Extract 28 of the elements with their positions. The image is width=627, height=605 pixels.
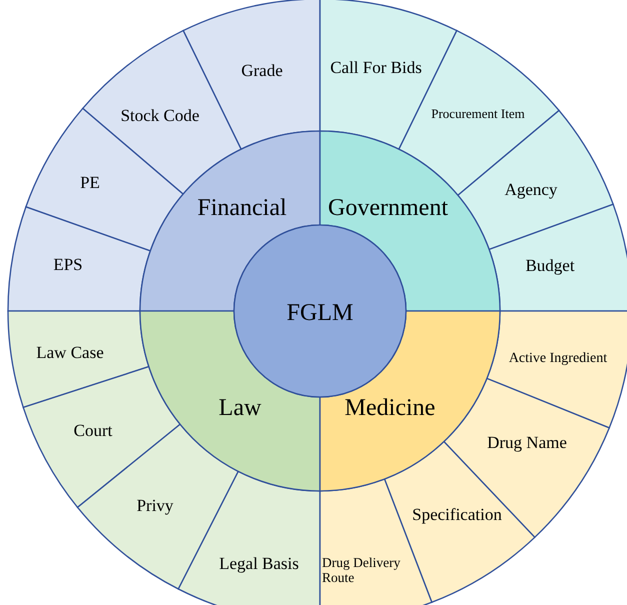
center-label: FGLM	[286, 300, 354, 326]
segment-label: Medicine	[344, 394, 436, 422]
segment-label: Financial	[197, 194, 287, 222]
center-circle	[233, 224, 407, 398]
segment-label: Budget	[525, 256, 575, 276]
segment-label: EPS	[53, 256, 83, 274]
segment-label: Privy	[136, 496, 174, 516]
outer-ring-segment	[7, 310, 150, 408]
segment-label: Procurement Item	[431, 106, 525, 122]
outer-ring-segment	[488, 204, 627, 312]
segment-label: Legal Basis	[219, 554, 299, 574]
segment-label: Law Case	[36, 344, 104, 362]
segment-label: Stock Code	[120, 106, 200, 126]
segment-label: PE	[80, 174, 100, 192]
segment-label: Specification	[412, 506, 502, 524]
outer-ring-segment	[82, 30, 242, 195]
segment-label: Government	[328, 194, 448, 222]
segment-label: Court	[74, 422, 112, 440]
segment-label: Agency	[504, 180, 558, 200]
segment-label: Drug Delivery Route	[322, 556, 402, 586]
segment-label: Active Ingredient	[508, 351, 608, 367]
segment-label: Drug Name	[487, 434, 567, 452]
segment-label: Law	[218, 394, 262, 422]
segment-label: Call For Bids	[330, 58, 422, 78]
outer-ring-segment	[486, 310, 627, 429]
outer-ring-segment	[178, 470, 321, 605]
segment-label: Grade	[241, 62, 283, 80]
outer-ring-segment	[7, 206, 151, 312]
